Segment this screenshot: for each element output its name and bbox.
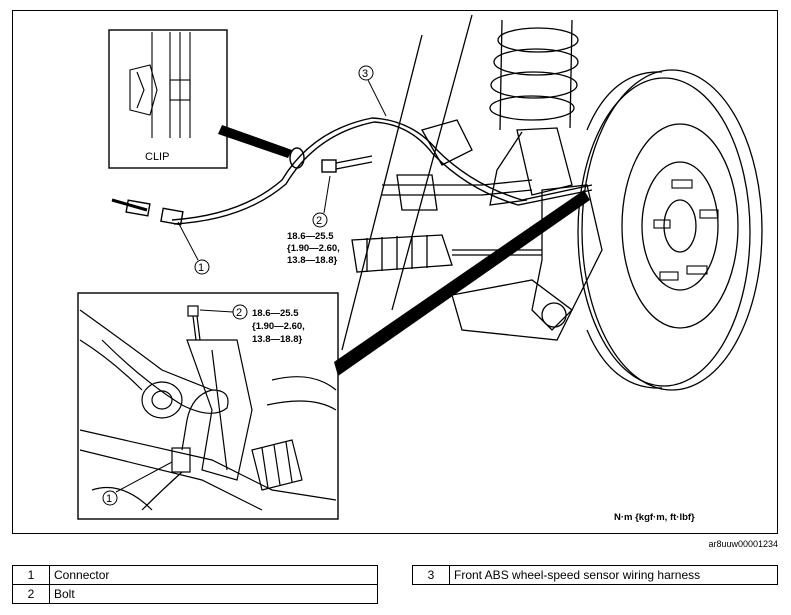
legend-label: Bolt bbox=[49, 584, 378, 604]
clip-leader bbox=[218, 125, 292, 158]
legend-label: Front ABS wheel-speed sensor wiring harn… bbox=[449, 565, 778, 585]
clip-label: CLIP bbox=[145, 151, 169, 163]
torque-main-line1: 18.6—25.5 bbox=[287, 231, 334, 242]
figure-code: ar8uuw00001234 bbox=[708, 539, 778, 549]
inset-callout-1: 1 bbox=[106, 493, 112, 505]
inset-connector bbox=[171, 447, 191, 473]
legend-row: 2 Bolt bbox=[12, 584, 378, 604]
detail-leader bbox=[334, 190, 590, 376]
service-diagram: CLIP 3 2 18.6—25.5 {1.90—2.60, 13.8—18.8… bbox=[12, 10, 778, 534]
legend-table-left: 1 Connector 2 Bolt bbox=[12, 565, 378, 604]
coil-spring bbox=[489, 19, 579, 131]
torque-inset-line1: 18.6—25.5 bbox=[252, 308, 299, 319]
callout-2-main: 2 18.6—25.5 {1.90—2.60, 13.8—18.8} bbox=[287, 175, 340, 266]
legend-num: 2 bbox=[12, 584, 50, 604]
inset-callout-2: 2 bbox=[236, 307, 242, 319]
torque-inset-line3: 13.8—18.8} bbox=[252, 334, 302, 345]
lower-arm bbox=[451, 279, 573, 341]
harness-bracket bbox=[421, 119, 473, 166]
connector-plug bbox=[160, 207, 184, 226]
callout-2-label: 2 bbox=[316, 215, 322, 227]
units-note: N·m {kgf·m, ft·lbf} bbox=[614, 512, 695, 523]
inset-bracket bbox=[186, 339, 253, 481]
callout-3: 3 bbox=[358, 65, 387, 117]
suspension-assembly bbox=[341, 14, 763, 391]
legend-row: 3 Front ABS wheel-speed sensor wiring ha… bbox=[412, 565, 778, 585]
wheel-studs bbox=[653, 179, 719, 281]
legend-num: 1 bbox=[12, 565, 50, 585]
clip-inset: CLIP bbox=[108, 29, 228, 169]
legend-num: 3 bbox=[412, 565, 450, 585]
legend-table-right: 3 Front ABS wheel-speed sensor wiring ha… bbox=[412, 565, 778, 585]
bolt bbox=[321, 155, 373, 173]
callout-1-main: 1 bbox=[177, 221, 210, 275]
callout-3-label: 3 bbox=[362, 68, 368, 80]
brake-rotor bbox=[577, 69, 763, 391]
strut-body bbox=[516, 127, 573, 196]
torque-main-line2: {1.90—2.60, bbox=[287, 243, 340, 254]
detail-inset: 2 18.6—25.5 {1.90—2.60, 13.8—18.8} 1 bbox=[77, 292, 339, 520]
callout-1-label: 1 bbox=[198, 262, 204, 274]
abs-wiring-harness bbox=[111, 117, 593, 226]
torque-inset-line2: {1.90—2.60, bbox=[252, 321, 305, 332]
steering-knuckle bbox=[531, 184, 603, 331]
harness-clip bbox=[289, 147, 305, 169]
connector-socket bbox=[125, 199, 151, 217]
figure-frame bbox=[12, 10, 778, 534]
torque-main-line3: 13.8—18.8} bbox=[287, 255, 337, 266]
legend-row: 1 Connector bbox=[12, 565, 378, 585]
legend-label: Connector bbox=[49, 565, 378, 585]
